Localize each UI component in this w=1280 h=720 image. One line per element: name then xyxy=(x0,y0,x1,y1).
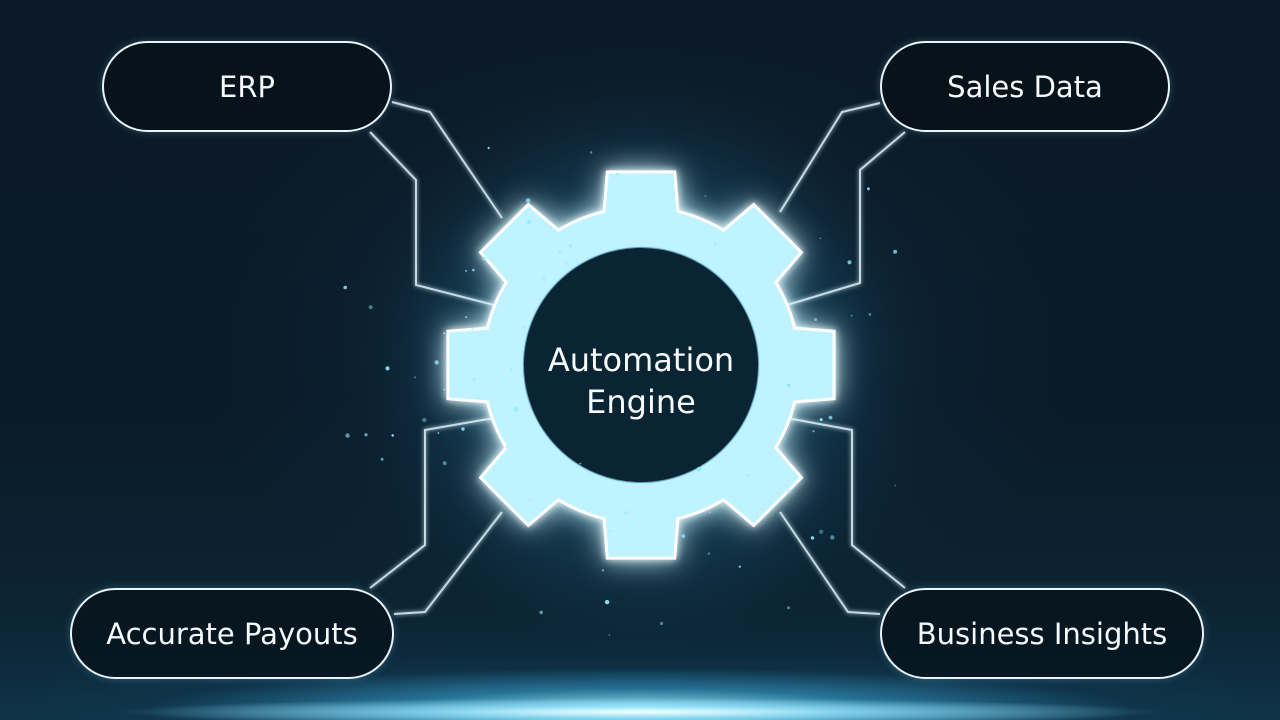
sparkle-dot xyxy=(364,433,368,437)
sparkle-dot xyxy=(471,327,474,331)
connector-sales-2 xyxy=(786,131,906,306)
sparkle-dot xyxy=(472,378,476,381)
connector-insights-2 xyxy=(779,511,881,615)
sparkle-dot xyxy=(345,433,350,438)
sparkle-dot xyxy=(385,366,390,371)
sparkle-dot xyxy=(819,418,823,422)
floor-light-line xyxy=(0,696,1280,720)
node-business-insights: Business Insights xyxy=(880,588,1204,679)
connector-sales-1 xyxy=(779,102,881,213)
sparkle-dot xyxy=(713,242,717,246)
sparkle-dot xyxy=(814,318,818,321)
sparkle-dot xyxy=(528,498,531,501)
sparkle-dot xyxy=(422,417,427,423)
sparkle-dot xyxy=(702,463,705,466)
sparkle-dot xyxy=(704,195,707,198)
sparkle-dot xyxy=(786,606,790,610)
sparkle-dot xyxy=(746,473,750,477)
sparkle-dot xyxy=(443,388,445,391)
sparkle-dot xyxy=(696,467,702,472)
sparkle-dot xyxy=(738,565,741,568)
sparkle-dot xyxy=(786,383,791,388)
node-accurate-payouts: Accurate Payouts xyxy=(70,588,394,679)
sparkle-dot xyxy=(828,415,833,420)
sparkle-dot xyxy=(442,461,447,466)
sparkle-dot xyxy=(443,332,445,335)
sparkle-dot xyxy=(868,313,872,316)
gear-hole-rim xyxy=(522,246,760,484)
sparkle-dot xyxy=(539,610,543,615)
sparkle-dot xyxy=(465,270,467,272)
sparkle-dot xyxy=(437,432,440,434)
sparkle-dot xyxy=(624,510,629,515)
sparkle-dot xyxy=(867,187,870,191)
sparkle-dot xyxy=(819,237,822,240)
sparkle-dot xyxy=(709,511,711,514)
node-sales-data: Sales Data xyxy=(880,41,1170,132)
sparkle-dot xyxy=(850,314,853,317)
connector-payouts-2 xyxy=(393,511,503,615)
sparkle-dot xyxy=(461,427,465,431)
sparkle-dot xyxy=(604,599,610,605)
sparkle-dot xyxy=(368,305,373,310)
sparkle-dot xyxy=(343,285,348,290)
sparkle-dot xyxy=(590,151,593,154)
sparkle-dot xyxy=(525,198,531,203)
sparkle-dot xyxy=(818,529,824,534)
sparkle-dot xyxy=(558,250,562,255)
connector-payouts-1 xyxy=(369,417,495,589)
connector-erp-1 xyxy=(391,101,503,219)
sparkle-dot xyxy=(676,236,679,239)
center-label-line-2: Engine xyxy=(586,383,696,421)
sparkle-dot xyxy=(380,457,384,461)
connector-erp-2 xyxy=(369,131,495,306)
sparkle-dot xyxy=(810,536,815,540)
sparkle-dot xyxy=(565,262,569,266)
sparkle-dot xyxy=(893,249,898,254)
connector-insights-1 xyxy=(786,417,906,589)
sparkle-dot xyxy=(568,244,573,248)
center-label: Automation Engine xyxy=(525,332,757,432)
gear-hole xyxy=(523,247,759,483)
sparkle-dot xyxy=(434,360,439,365)
sparkle-dot xyxy=(787,489,792,494)
sparkle-dot xyxy=(413,376,416,379)
sparkle-dot xyxy=(391,434,395,437)
sparkle-dot xyxy=(616,172,619,176)
sparkle-dot xyxy=(472,268,475,272)
sparkle-dot xyxy=(847,260,852,265)
sparkle-dot xyxy=(707,552,711,555)
sparkle-dot xyxy=(812,430,815,433)
node-erp: ERP xyxy=(102,41,392,132)
sparkle-dot xyxy=(659,621,664,626)
sparkle-dot xyxy=(601,569,604,572)
sparkle-dot xyxy=(505,445,509,449)
sparkle-dot xyxy=(609,529,612,533)
sparkle-dot xyxy=(522,326,525,329)
sparkle-dot xyxy=(681,534,686,538)
sparkle-dot xyxy=(830,535,835,540)
sparkle-dot xyxy=(542,277,546,281)
sparkle-dot xyxy=(465,316,468,319)
sparkle-dot xyxy=(487,146,490,150)
sparkle-dot xyxy=(579,462,582,465)
sparkle-dot xyxy=(510,368,513,371)
sparkle-dot xyxy=(513,406,519,412)
center-label-line-1: Automation xyxy=(547,341,735,380)
sparkle-dot xyxy=(482,256,487,261)
sparkle-dot xyxy=(608,634,611,636)
sparkle-dot xyxy=(527,220,532,224)
sparkle-dot xyxy=(894,484,897,487)
particle-sparkles xyxy=(343,146,898,636)
